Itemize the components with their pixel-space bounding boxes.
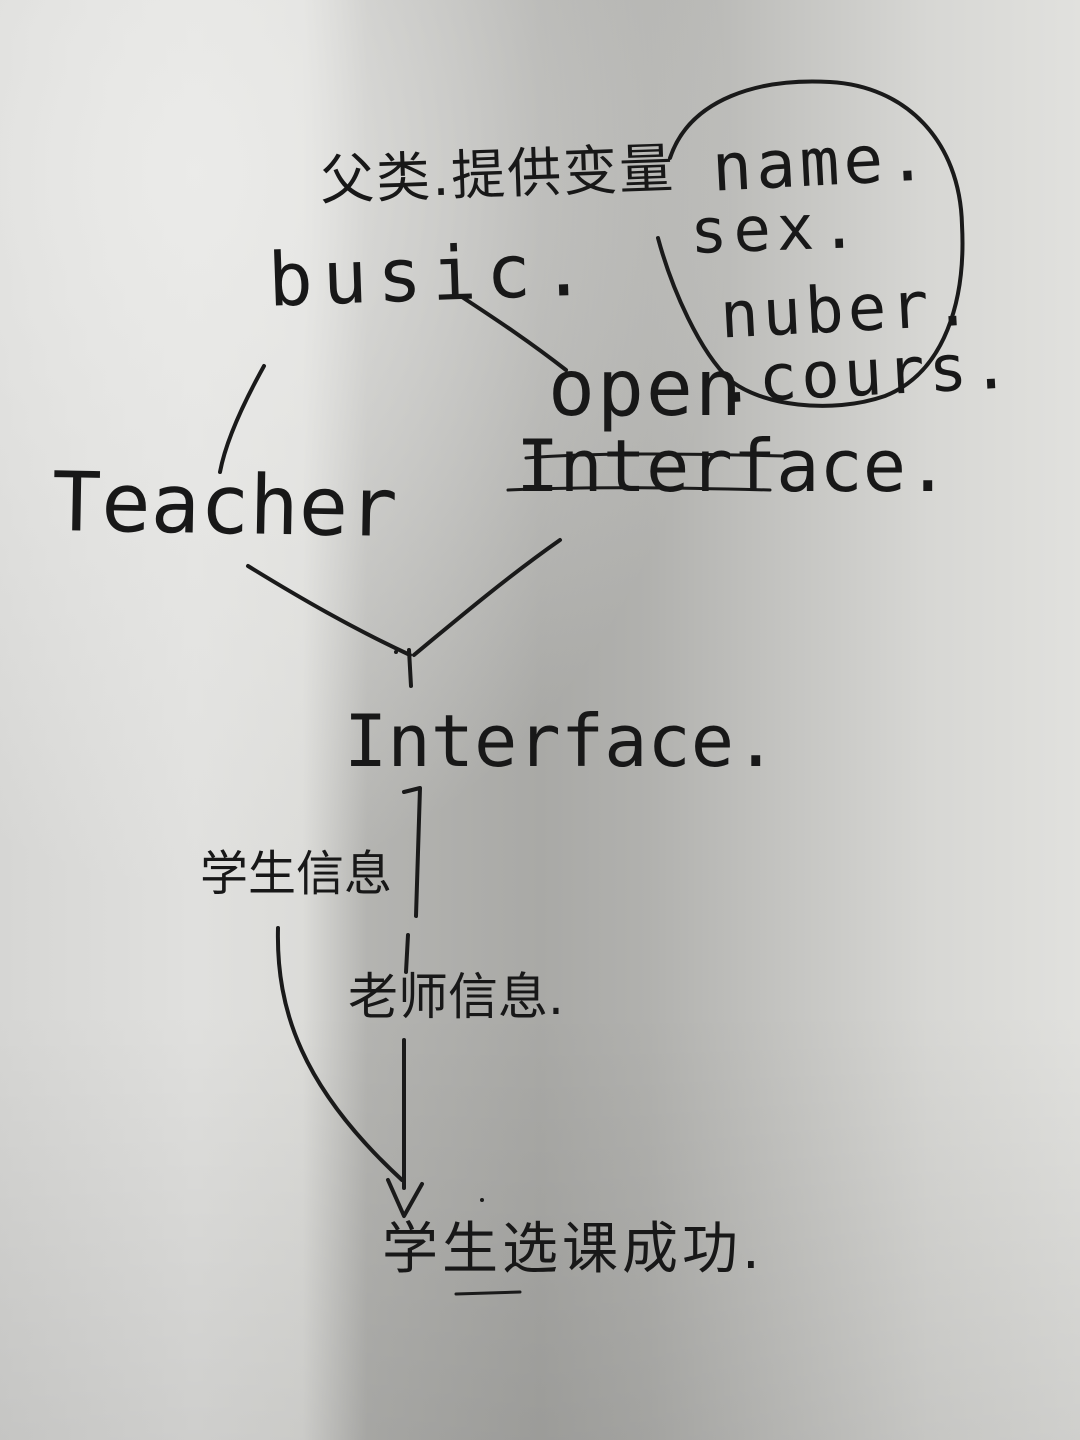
ink-dot: [480, 1198, 484, 1202]
edge-teacher-to-interface: [246, 564, 412, 657]
interface-strikethrough-2: [506, 486, 772, 492]
edge-basic-to-teacher: [218, 364, 266, 474]
node-teacher: Teacher: [51, 454, 399, 557]
edge-label-student-info: 学生信息: [200, 846, 393, 902]
junction-stem: [407, 648, 413, 688]
variable-cours: .cours.: [714, 329, 1016, 419]
edge-open-to-interface: [412, 538, 562, 657]
node-basic: busic.: [266, 226, 597, 324]
variables-circle: [656, 79, 965, 408]
ink-dot: [394, 650, 398, 654]
edge-basic-to-open: [460, 295, 568, 372]
interface-strikethrough-1: [524, 452, 786, 460]
edge-interface-down: [402, 786, 422, 918]
node-open-interface: Interface.: [516, 424, 950, 508]
edge-interface-down-2: [404, 933, 410, 974]
success-underline: [454, 1290, 522, 1296]
arrowhead-icon: [386, 1178, 424, 1218]
variable-sex: sex.: [688, 188, 865, 269]
node-interface: Interface.: [344, 699, 778, 783]
edge-label-teacher-info: 老师信息.: [348, 968, 564, 1026]
node-open: open: [548, 344, 744, 434]
edge-studentinfo-to-success: [275, 926, 404, 1182]
node-success: 学生选课成功.: [382, 1217, 764, 1282]
parent-class-note: 父类.提供变量: [318, 136, 677, 213]
